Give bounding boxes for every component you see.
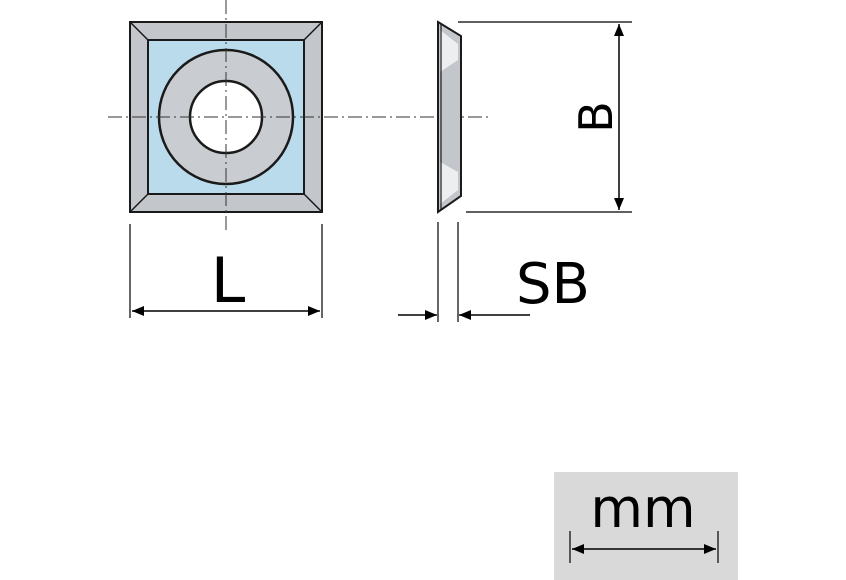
dimension-sb-label: SB [516,252,590,317]
dimension-l-label: L [211,244,246,317]
unit-box-background [554,472,738,580]
dimension-b: B [458,21,632,213]
dimension-sb: SB [398,222,590,322]
unit-box: mm [554,472,738,580]
unit-label: mm [590,477,695,540]
dimension-l: L [129,224,323,318]
front-view [108,0,490,232]
side-view [437,20,462,214]
dimension-b-label: B [569,101,623,133]
